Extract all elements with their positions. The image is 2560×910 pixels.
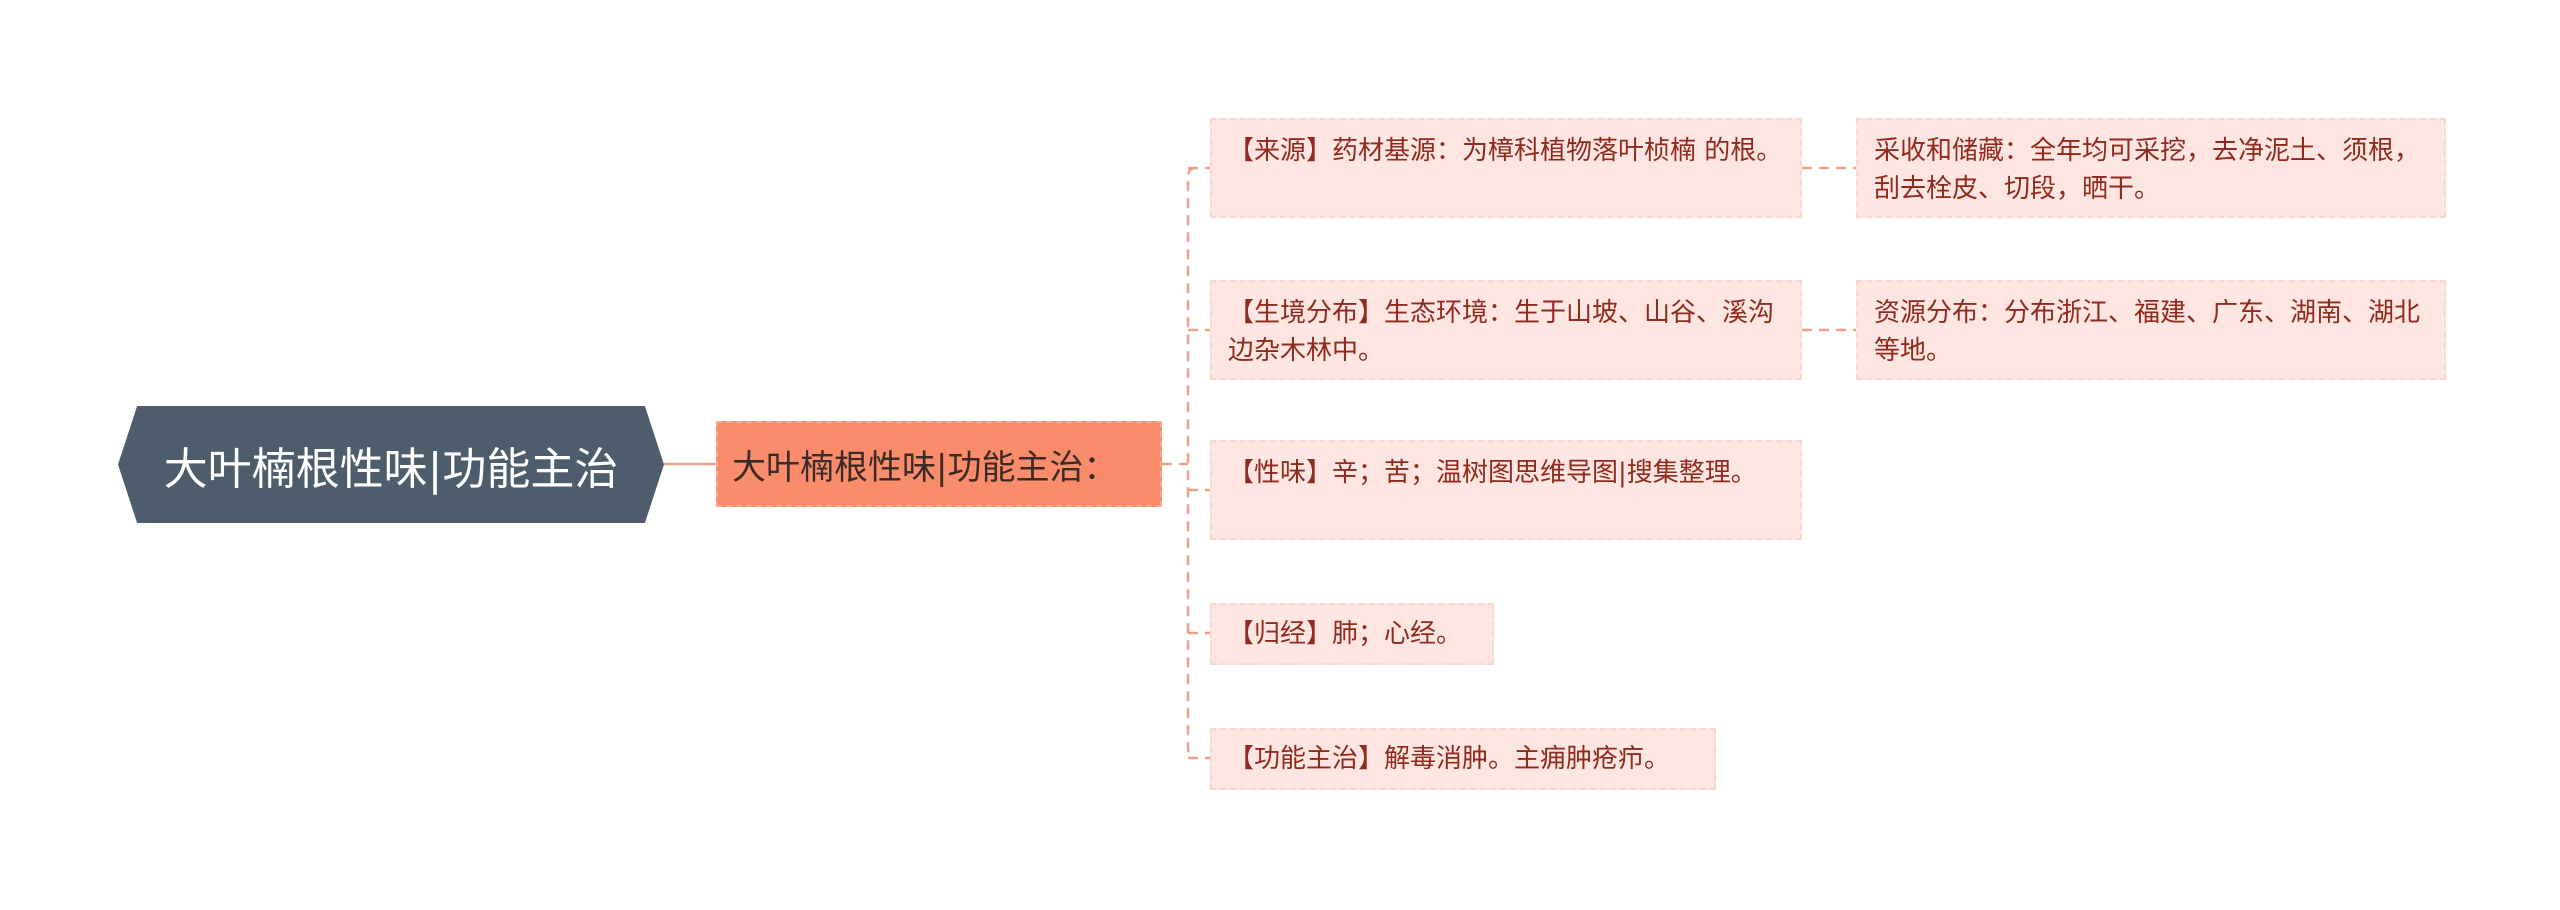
leaf-text: 【归经】肺；心经。 (1228, 619, 1463, 649)
leaf-text: 【来源】药材基源：为樟科植物落叶桢楠 的根。 (1228, 136, 1783, 166)
leaf-text: 【性味】辛；苦；温树图思维导图|搜集整理。 (1228, 458, 1757, 488)
root-node[interactable]: 大叶楠根性味|功能主治 (118, 406, 664, 523)
leaf-node-meridian[interactable]: 【归经】肺；心经。 (1210, 603, 1494, 665)
connector-trunk (1186, 166, 1196, 760)
leaf-text: 【功能主治】解毒消肿。主痈肿疮疖。 (1228, 744, 1671, 774)
detail-node-harvest[interactable]: 采收和储藏：全年均可采挖，去净泥土、须根，刮去栓皮、切段，晒干。 (1856, 118, 2446, 218)
leaf-node-habitat[interactable]: 【生境分布】生态环境：生于山坡、山谷、溪沟边杂木林中。 (1210, 280, 1802, 380)
root-title: 大叶楠根性味|功能主治 (163, 443, 619, 495)
leaf-node-function[interactable]: 【功能主治】解毒消肿。主痈肿疮疖。 (1210, 728, 1716, 790)
detail-text: 资源分布：分布浙江、福建、广东、湖南、湖北等地。 (1874, 298, 2421, 366)
leaf-text: 【生境分布】生态环境：生于山坡、山谷、溪沟边杂木林中。 (1228, 298, 1775, 366)
detail-node-distribution[interactable]: 资源分布：分布浙江、福建、广东、湖南、湖北等地。 (1856, 280, 2446, 380)
leaf-node-source[interactable]: 【来源】药材基源：为樟科植物落叶桢楠 的根。 (1210, 118, 1802, 218)
branch-title: 大叶楠根性味|功能主治： (732, 447, 1118, 488)
detail-text: 采收和储藏：全年均可采挖，去净泥土、须根，刮去栓皮、切段，晒干。 (1874, 136, 2421, 204)
branch-node[interactable]: 大叶楠根性味|功能主治： (716, 421, 1162, 507)
leaf-node-taste[interactable]: 【性味】辛；苦；温树图思维导图|搜集整理。 (1210, 440, 1802, 540)
